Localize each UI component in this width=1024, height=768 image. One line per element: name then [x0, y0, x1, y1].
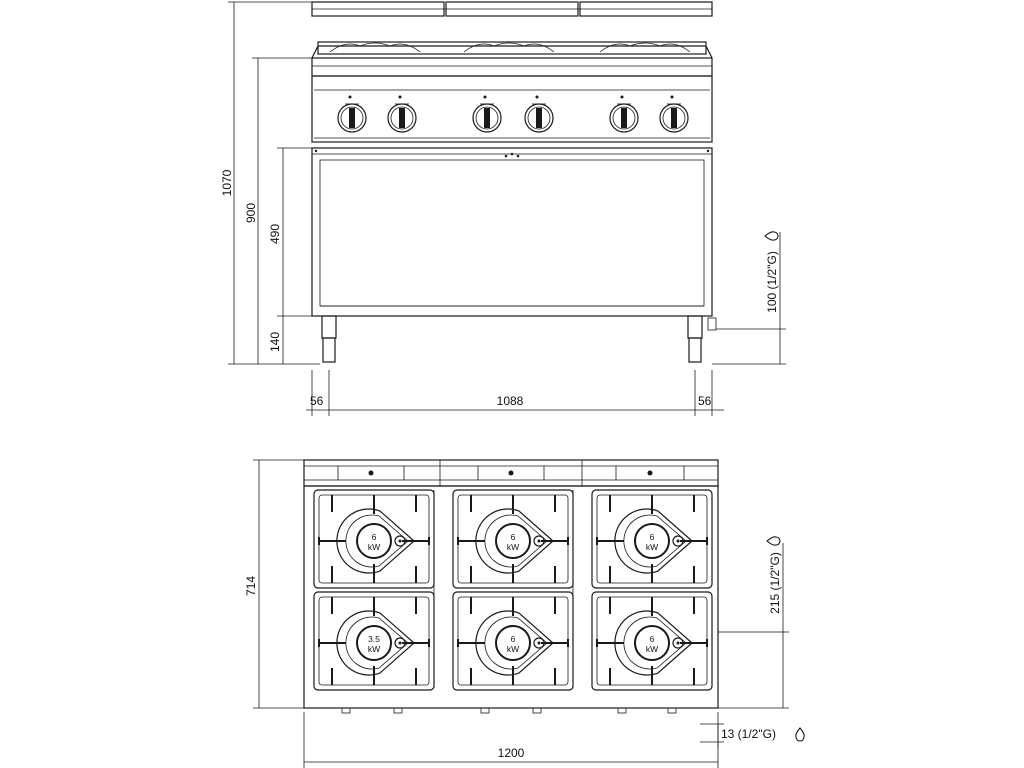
burner-power: 3.5 [368, 634, 380, 644]
burner-unit: kW [646, 542, 658, 552]
knob [472, 95, 502, 133]
legs [321, 315, 717, 363]
control-panel [311, 75, 713, 143]
dim-1070: 1070 [220, 169, 234, 196]
burner-unit: kW [507, 644, 519, 654]
dim-714: 714 [244, 576, 258, 596]
front-burner-grates [311, 41, 713, 59]
pilot-icon [394, 637, 406, 649]
gas-connector-front [707, 317, 717, 331]
burner-unit: kW [368, 644, 380, 654]
dim-gas-front: 100 (1/2"G) [765, 251, 779, 313]
burner-unit: kW [507, 542, 519, 552]
dim-gas-bottom: 13 (1/2"G) [721, 727, 776, 741]
knob [659, 95, 689, 133]
burner-power: 6 [650, 532, 655, 542]
front-vertical-dimensions [228, 1, 322, 365]
burner-power: 6 [511, 532, 516, 542]
burner-cap [495, 523, 531, 559]
front-knob-stems [341, 707, 677, 714]
burner-cap [634, 523, 670, 559]
burner-cell: 3.5kW [313, 591, 435, 691]
burner-cell: 6kW [452, 489, 574, 589]
knob [387, 95, 417, 133]
burner-cap [356, 625, 392, 661]
burner-cell: 6kW [313, 489, 435, 589]
burner-cap [495, 625, 531, 661]
gas-drop-icon [764, 231, 779, 241]
gas-drop-icon [795, 727, 805, 742]
pilot-icon [672, 535, 684, 547]
burner-cap [356, 523, 392, 559]
front-gas-dimension [712, 232, 786, 365]
cooktop-surface [303, 485, 719, 709]
burner-unit: kW [646, 644, 658, 654]
burner-unit: kW [368, 542, 380, 552]
burner-power: 6 [650, 634, 655, 644]
dim-56-right: 56 [698, 394, 712, 408]
control-knobs [337, 95, 689, 133]
gas-drop-icon [766, 536, 781, 546]
front-horizontal-dimensions [306, 370, 724, 416]
open-cabinet [311, 147, 713, 317]
dim-140: 140 [268, 332, 282, 352]
pilot-icon [533, 637, 545, 649]
pilot-icon [533, 535, 545, 547]
dim-900: 900 [244, 203, 258, 223]
worktop-edge [311, 57, 713, 77]
burner-power: 6 [511, 634, 516, 644]
knob [524, 95, 554, 133]
top-depth-dimension [253, 459, 304, 709]
dim-56-left: 56 [310, 394, 324, 408]
burner-cell: 6kW [591, 591, 713, 691]
dim-1088: 1088 [497, 394, 524, 408]
burner-cell: 6kW [591, 489, 713, 589]
pilot-icon [394, 535, 406, 547]
front-view: 1070 900 490 140 56 1088 56 100 (1/2"G) [220, 1, 786, 416]
dim-1200: 1200 [498, 746, 525, 760]
dim-gas-side: 215 (1/2"G) [768, 552, 782, 614]
knob [609, 95, 639, 133]
pilot-icon [672, 637, 684, 649]
dim-490: 490 [268, 224, 282, 244]
knob [337, 95, 367, 133]
top-gas-side-dimension [718, 543, 789, 709]
flue-dividers [337, 460, 685, 486]
burner-cap [634, 625, 670, 661]
burner-cell: 6kW [452, 591, 574, 691]
burner-power: 6 [372, 532, 377, 542]
top-gas-bottom-dimension [700, 723, 724, 748]
